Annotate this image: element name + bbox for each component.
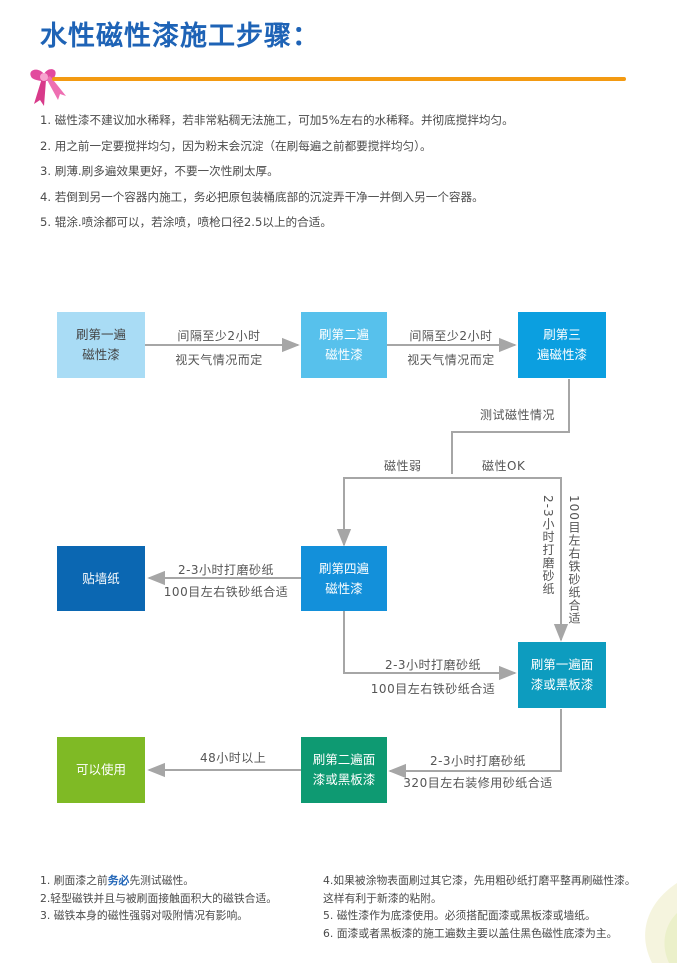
label-line: 2-3小时打磨砂纸 (429, 754, 527, 768)
box-line: 贴墙纸 (82, 570, 120, 586)
label-line: 2-3小时打磨砂纸 (384, 658, 482, 672)
box-line: 磁性漆 (325, 580, 363, 596)
sand-mid-label: 2-3小时打磨砂纸 100目左右铁砂纸合适 (358, 656, 508, 697)
label-line: 100目左右铁砂纸合适 (163, 585, 289, 599)
flow-box-third-coat: 刷第三遍磁性漆 (518, 312, 606, 378)
note-text: 1. 刷面漆之前 (40, 874, 108, 887)
box-line: 漆或黑板漆 (530, 677, 594, 692)
flow-box-ready: 可以使用 (57, 737, 145, 803)
arrow-ok-box6 (452, 477, 569, 642)
connector-box3-branch (451, 379, 570, 474)
flow-box-wallpaper: 贴墙纸 (57, 546, 145, 611)
sand-vertical-label-b: 100目左右铁砂纸合适 (567, 495, 581, 625)
test-label: 测试磁性情况 (480, 408, 556, 422)
arrow-box6-box8 (388, 709, 562, 779)
sand-left-label: 2-3小时打磨砂纸 100目左右铁砂纸合适 (156, 561, 296, 600)
page-title: 水性磁性漆施工步骤： (40, 21, 320, 52)
step-list: 1. 磁性漆不建议加水稀释，若非常粘稠无法施工，可加5%左右的水稀释。并彻底搅拌… (40, 108, 514, 236)
box-line: 刷第二遍面 (312, 752, 376, 767)
box-line: 刷第三 (543, 327, 581, 342)
note-2: 2.轻型磁铁并且与被刷面接触面积大的磁铁合适。 (40, 891, 278, 905)
label-line: 视天气情况而定 (407, 353, 495, 367)
note-1: 1. 刷面漆之前务必先测试磁性。 (40, 872, 282, 890)
label-line: 间隔至少2小时 (177, 329, 261, 343)
step-item: 1. 磁性漆不建议加水稀释，若非常粘稠无法施工，可加5%左右的水稀释。并彻底搅拌… (40, 113, 514, 127)
note-emphasis: 务必 (107, 874, 130, 887)
note-6: 6. 面漆或者黑板漆的施工遍数主要以盖住黑色磁性底漆为主。 (323, 926, 618, 940)
box-line: 刷第四遍 (318, 560, 369, 576)
ok-label: 磁性OK (482, 459, 526, 473)
box-line: 磁性漆 (325, 347, 363, 362)
step-item: 5. 辊涂.喷涂都可以，若涂喷，喷枪口径2.5以上的合适。 (40, 215, 332, 229)
interval-label: 间隔至少2小时 视天气情况而定 (156, 327, 282, 368)
notes-right: 4.如果被涂物表面刷过其它漆，先用粗砂纸打磨平整再刷磁性漆。这样有利于新漆的粘附… (323, 872, 641, 942)
arrow-box4-box6 (343, 611, 517, 681)
arrow-weak-box4 (336, 477, 452, 547)
label-line: 100目左右铁砂纸合适 (370, 682, 496, 696)
note-4: 4.如果被涂物表面刷过其它漆，先用粗砂纸打磨平整再刷磁性漆。这样有利于新漆的粘附… (323, 874, 636, 905)
hours48-label: 48小时以上 (200, 751, 267, 765)
box-line: 刷第二遍 (318, 327, 369, 342)
box-line: 遍磁性漆 (536, 347, 587, 362)
leaf-decoration-icon (645, 883, 677, 963)
sand-bottom-label: 2-3小时打磨砂纸 320目左右装修用砂纸合适 (396, 752, 560, 791)
interval-label-2: 间隔至少2小时 视天气情况而定 (390, 327, 512, 368)
box-line: 漆或黑板漆 (312, 772, 376, 787)
box-line: 磁性漆 (82, 347, 120, 362)
box-line: 刷第一遍面 (530, 657, 594, 672)
notes-left: 1. 刷面漆之前务必先测试磁性。 2.轻型磁铁并且与被刷面接触面积大的磁铁合适。… (40, 872, 282, 925)
box-line: 可以使用 (75, 762, 126, 777)
label-line: 2-3小时打磨砂纸 (177, 563, 275, 577)
label-line: 间隔至少2小时 (409, 329, 493, 343)
step-item: 2. 用之前一定要搅拌均匀，因为粉末会沉淀（在刷每遍之前都要搅拌均匀）。 (40, 138, 432, 153)
label-line: 320目左右装修用砂纸合适 (403, 776, 553, 790)
note-5: 5. 磁性漆作为底漆使用。必须搭配面漆或黑板漆或墙纸。 (323, 909, 596, 922)
step-item: 3. 刷薄.刷多遍效果更好，不要一次性刷太厚。 (40, 164, 279, 178)
note-text: 先测试磁性。 (129, 874, 195, 887)
label-line: 视天气情况而定 (175, 353, 263, 367)
flow-box-fourth-coat: 刷第四遍磁性漆 (301, 546, 387, 611)
flow-box-second-coat: 刷第二遍磁性漆 (301, 312, 387, 378)
title-underline (52, 77, 626, 81)
note-3: 3. 磁铁本身的磁性强弱对吸附情况有影响。 (40, 909, 249, 922)
ribbon-icon (30, 69, 66, 106)
weak-label: 磁性弱 (384, 459, 422, 473)
flow-box-first-coat: 刷第一遍磁性漆 (57, 312, 145, 378)
sand-vertical-label-a: 2-3小时打磨砂纸 (541, 495, 555, 596)
box-line: 刷第一遍 (75, 327, 126, 342)
step-item: 4. 若倒到另一个容器内施工，务必把原包装桶底部的沉淀弄干净一并倒入另一个容器。 (40, 189, 484, 204)
flow-box-first-topcoat: 刷第一遍面漆或黑板漆 (518, 642, 606, 708)
flow-box-second-topcoat: 刷第二遍面漆或黑板漆 (301, 737, 387, 803)
